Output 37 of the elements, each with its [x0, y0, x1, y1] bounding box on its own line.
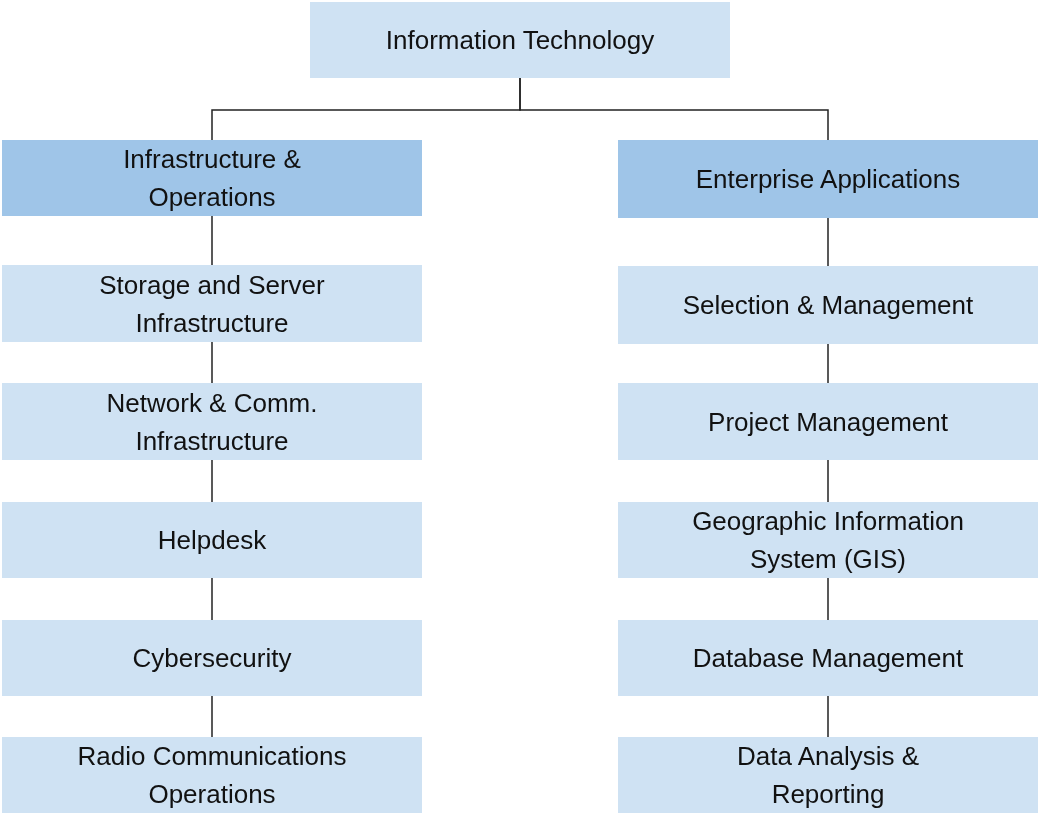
- connector-line: [211, 341, 213, 384]
- connector-line: [827, 577, 829, 621]
- org-unit-box: [618, 140, 1038, 218]
- unit-name: Database Management: [692, 642, 964, 675]
- unit-name: Helpdesk: [157, 524, 267, 557]
- org-unit-box: [2, 737, 422, 813]
- connector-line: [211, 459, 213, 503]
- unit-name: Infrastructure & Operations: [122, 143, 302, 214]
- connector-line: [211, 695, 213, 738]
- unit-name: Radio Communications Operations: [76, 740, 348, 811]
- org-unit-box: [618, 502, 1038, 578]
- org-unit-box: [310, 2, 730, 78]
- connector-line: [519, 77, 829, 141]
- connector-line: [827, 459, 829, 503]
- connector-line: [211, 215, 213, 266]
- org-unit-box: [2, 502, 422, 578]
- unit-name: Storage and Server Infrastructure: [98, 268, 326, 340]
- org-unit-box: [2, 140, 422, 216]
- connector-line: [827, 343, 829, 384]
- unit-name: Project Management: [708, 405, 948, 439]
- connector-line: [211, 577, 213, 621]
- org-unit-box: [2, 265, 422, 342]
- org-unit-box: [618, 620, 1038, 696]
- connector-line: [827, 217, 829, 267]
- unit-name: Geographic Information System (GIS): [691, 505, 965, 576]
- org-unit-box: [2, 620, 422, 696]
- unit-name: Data Analysis & Reporting: [735, 740, 921, 811]
- unit-name: Selection & Management: [682, 289, 974, 322]
- org-unit-box: [618, 737, 1038, 813]
- unit-name: Cybersecurity: [132, 642, 292, 675]
- unit-name: Enterprise Applications: [695, 163, 961, 196]
- org-unit-box: [618, 383, 1038, 460]
- org-unit-box: [2, 383, 422, 460]
- org-unit-box: [618, 266, 1038, 344]
- connector-line: [827, 695, 829, 738]
- unit-name: Network & Comm. Infrastructure: [105, 386, 319, 458]
- unit-name: Information Technology: [385, 24, 655, 57]
